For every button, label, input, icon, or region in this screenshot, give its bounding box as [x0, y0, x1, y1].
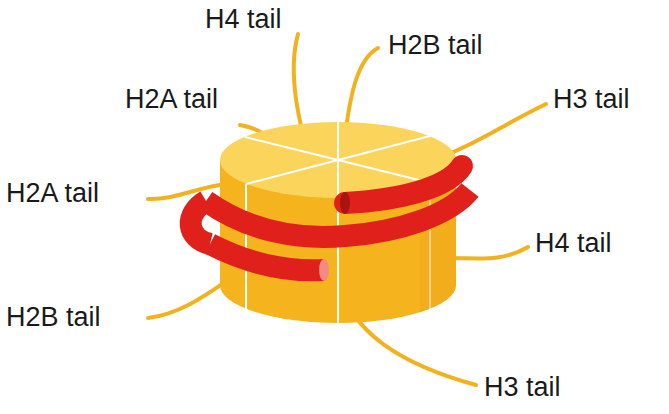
- dna-segment: [206, 190, 470, 237]
- tail-label: H2A tail: [6, 178, 99, 209]
- tail-line: [346, 48, 378, 128]
- tail-line: [452, 247, 528, 258]
- dna-segment: [345, 166, 462, 203]
- dna-end: [319, 259, 329, 281]
- dna-strand: [191, 166, 470, 270]
- dna-segment: [210, 244, 324, 270]
- dna-segment: [191, 201, 210, 244]
- tail-label: H2A tail: [125, 84, 218, 115]
- tail-label: H2B tail: [388, 30, 483, 61]
- tail-label: H2B tail: [6, 302, 101, 333]
- tail-label: H3 tail: [553, 84, 630, 115]
- tail-label: H3 tail: [484, 372, 561, 403]
- tail-line: [148, 280, 228, 318]
- tail-label: H4 tail: [535, 228, 612, 259]
- dna-end: [340, 192, 350, 214]
- tail-label: H4 tail: [205, 4, 282, 35]
